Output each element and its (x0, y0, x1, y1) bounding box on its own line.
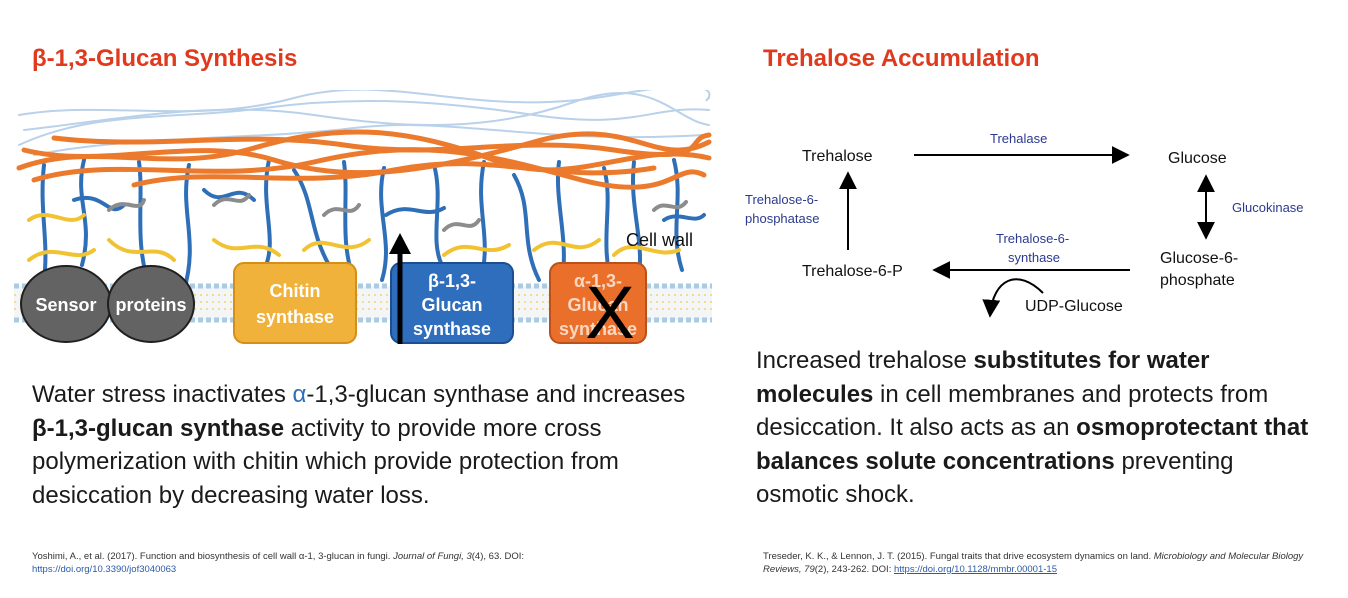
grey-fibers (107, 193, 688, 232)
alpha-label-line2: Glucan (567, 295, 628, 315)
cell-wall-diagram: Cell wall Sensor proteins Chitin synthas… (14, 90, 712, 354)
proteins-label: proteins (115, 295, 186, 315)
left-doi-link[interactable]: https://doi.org/10.3390/jof3040063 (32, 563, 177, 575)
chitin-label-line2: synthase (256, 307, 334, 327)
beta-label-line1: β-1,3- (428, 271, 476, 291)
increase-arrow (389, 233, 411, 344)
alpha-glucan-synthase-box: α-1,3- Glucan synthase X (549, 262, 647, 354)
left-citation: Yoshimi, A., et al. (2017). Function and… (32, 551, 525, 575)
trehalose-node: Trehalose (802, 148, 873, 165)
t6p-synthase-line2: synthase (1008, 250, 1060, 265)
t6p-phosphatase-line2: phosphatase (745, 211, 819, 226)
inactivated-x-mark: X (585, 271, 634, 354)
fiber-network (16, 90, 712, 292)
right-title: Trehalose Accumulation (763, 45, 1040, 72)
left-description: Water stress inactivates α-1,3-glucan sy… (32, 381, 686, 509)
beta-label-line2: Glucan (421, 295, 482, 315)
right-citation: Treseder, K. K., & Lennon, J. T. (2015).… (763, 551, 1304, 575)
udp-glucose-arrow (982, 278, 1044, 318)
trehalase-enzyme: Trehalase (990, 131, 1047, 146)
chitin-fibers (27, 213, 681, 262)
cell-wall-label: Cell wall (626, 230, 693, 250)
sensor-proteins: Sensor proteins (20, 265, 195, 343)
chitin-label-line1: Chitin (270, 281, 321, 301)
trehalose-6-p-node: Trehalose-6-P (802, 263, 903, 280)
glucose-6-phosphate-line2: phosphate (1160, 272, 1235, 289)
glucokinase-enzyme: Glucokinase (1232, 200, 1304, 215)
trehalose-pathway-diagram: Trehalose Glucose Trehalase Glucokinase … (745, 131, 1304, 318)
beta-glucan-synthase-box: β-1,3- Glucan synthase (390, 262, 514, 344)
right-doi-link[interactable]: https://doi.org/10.1128/mmbr.00001-15 (893, 563, 1057, 575)
chitin-synthase-box: Chitin synthase (233, 262, 357, 344)
t6p-phosphatase-line1: Trehalose-6- (745, 192, 818, 207)
alpha-label-line1: α-1,3- (574, 271, 622, 291)
udp-glucose-node: UDP-Glucose (1025, 298, 1123, 315)
orange-fibers (16, 129, 712, 190)
sensor-label: Sensor (35, 295, 96, 315)
left-title: β-1,3-Glucan Synthesis (32, 45, 298, 72)
right-description: Increased trehalose substitutes for wate… (756, 347, 1309, 508)
t6p-synthase-line1: Trehalose-6- (996, 231, 1069, 246)
glucose-6-phosphate-line1: Glucose-6- (1160, 250, 1238, 267)
alpha-label-line3: synthase (559, 319, 637, 339)
beta-label-line3: synthase (413, 319, 491, 339)
glucose-node: Glucose (1168, 150, 1227, 167)
